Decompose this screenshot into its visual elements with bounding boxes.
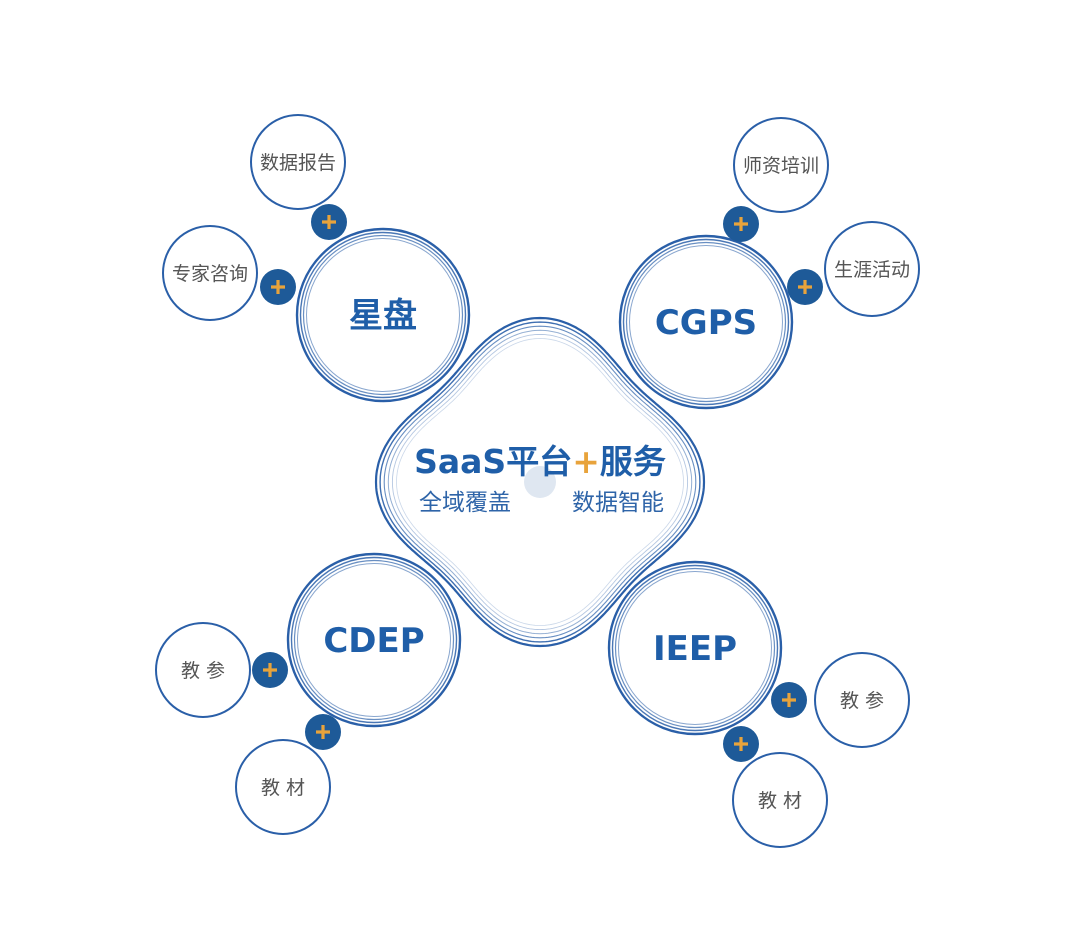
hub-ring bbox=[299, 231, 467, 399]
item-label: 生涯活动 bbox=[834, 259, 910, 281]
item-circle bbox=[824, 221, 920, 317]
plus-icon bbox=[771, 682, 807, 718]
hub-bg bbox=[610, 563, 780, 733]
hub-label: CDEP bbox=[323, 621, 424, 661]
center-subtitle-left: 全域覆盖 bbox=[419, 490, 511, 516]
hub-bg bbox=[621, 237, 791, 407]
item-node: 教 材 bbox=[235, 739, 331, 835]
hub-ring bbox=[611, 564, 779, 732]
hub-ring bbox=[629, 245, 783, 399]
item-circle bbox=[155, 622, 251, 718]
item-circle bbox=[235, 739, 331, 835]
hub-ring bbox=[625, 241, 787, 403]
hub-label: 星盘 bbox=[349, 296, 417, 336]
center-title: SaaS平台+服务 bbox=[414, 442, 666, 481]
hub-label: IEEP bbox=[653, 629, 737, 669]
item-node: 生涯活动 bbox=[824, 221, 920, 317]
plus-icon bbox=[723, 726, 759, 762]
center-ring bbox=[396, 338, 684, 626]
hub-bg bbox=[289, 555, 459, 725]
item-label: 教 参 bbox=[181, 660, 225, 682]
item-node: 数据报告 bbox=[250, 114, 346, 210]
hub-ring bbox=[293, 559, 455, 721]
item-circle bbox=[732, 752, 828, 848]
hub-ring bbox=[306, 238, 460, 392]
item-circle bbox=[814, 652, 910, 748]
item-label: 数据报告 bbox=[260, 152, 336, 174]
hub-ring bbox=[302, 234, 464, 396]
center-ring bbox=[379, 321, 701, 643]
center-platform-shape bbox=[374, 316, 706, 648]
center-title-plus: + bbox=[572, 442, 600, 481]
hub-ring bbox=[618, 234, 794, 410]
center-ring bbox=[387, 329, 693, 635]
hub-ring bbox=[607, 560, 783, 736]
hub-ring bbox=[297, 563, 451, 717]
item-node: 教 材 bbox=[732, 752, 828, 848]
plus-icon bbox=[252, 652, 288, 688]
center-ring bbox=[383, 325, 697, 639]
center-title-b: 服务 bbox=[600, 442, 666, 481]
center-ring bbox=[374, 316, 706, 648]
hub-ring bbox=[286, 552, 462, 728]
plus-icon bbox=[311, 204, 347, 240]
hub-ring bbox=[618, 571, 772, 725]
hub-3: IEEP 教 参教 材 bbox=[607, 560, 910, 848]
item-label: 教 材 bbox=[758, 790, 802, 812]
center-ring bbox=[391, 333, 689, 631]
item-label: 专家咨询 bbox=[172, 263, 248, 285]
item-circle bbox=[733, 117, 829, 213]
hub-bg bbox=[298, 230, 468, 400]
center-title-a: SaaS平台 bbox=[414, 442, 572, 481]
item-label: 师资培训 bbox=[743, 155, 819, 177]
hub-ring bbox=[622, 238, 790, 406]
plus-icon bbox=[787, 269, 823, 305]
hub-label: CGPS bbox=[655, 303, 757, 343]
hub-2: CDEP 教 参教 材 bbox=[155, 552, 462, 835]
item-node: 师资培训 bbox=[733, 117, 829, 213]
hub-ring bbox=[290, 556, 458, 724]
item-circle bbox=[250, 114, 346, 210]
item-node: 教 参 bbox=[814, 652, 910, 748]
hub-ring bbox=[295, 227, 471, 403]
center-dot bbox=[524, 466, 556, 498]
plus-icon bbox=[260, 269, 296, 305]
item-label: 教 参 bbox=[840, 690, 884, 712]
item-node: 专家咨询 bbox=[162, 225, 258, 321]
item-node: 教 参 bbox=[155, 622, 251, 718]
hub-ring bbox=[614, 567, 776, 729]
item-circle bbox=[162, 225, 258, 321]
plus-icon bbox=[723, 206, 759, 242]
item-label: 教 材 bbox=[261, 777, 305, 799]
plus-icon bbox=[305, 714, 341, 750]
center-subtitle-right: 数据智能 bbox=[572, 490, 664, 516]
